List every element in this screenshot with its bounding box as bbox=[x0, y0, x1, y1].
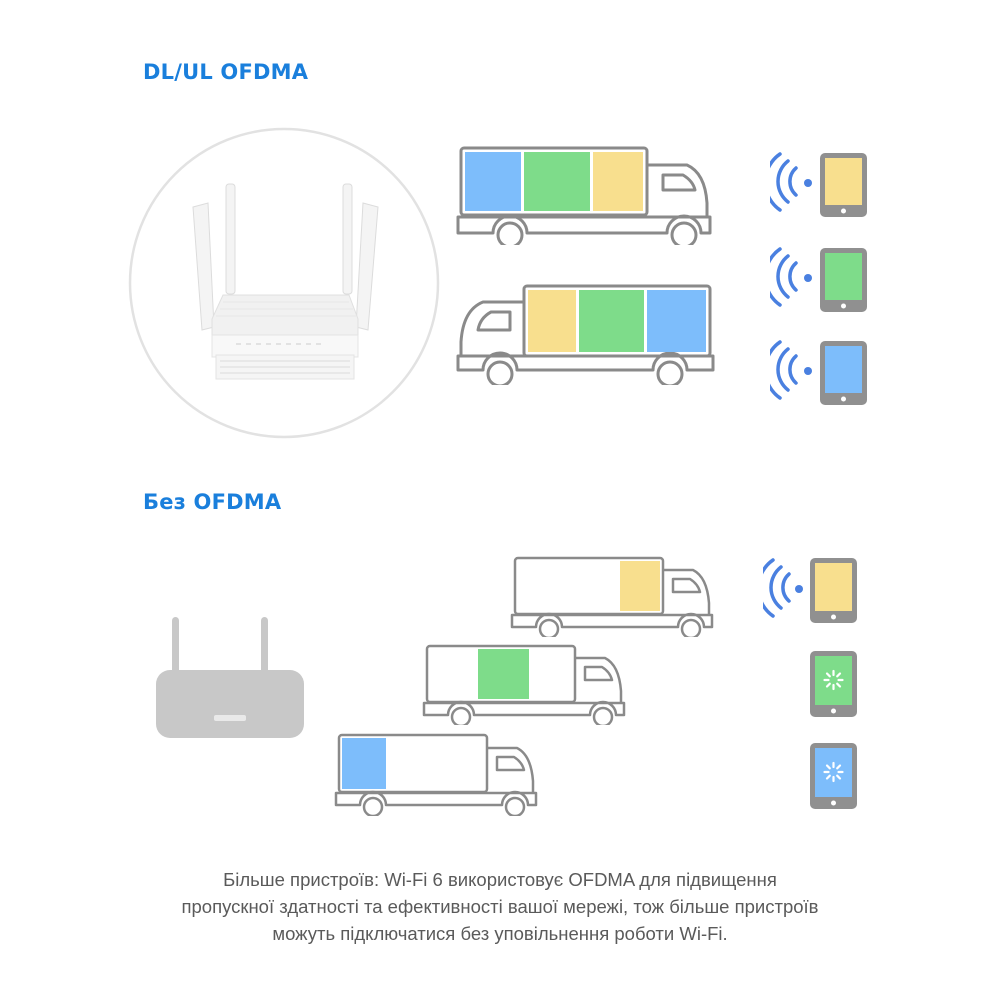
cargo-green bbox=[524, 152, 590, 211]
caption-line-3: можуть підключатися без уповільнення роб… bbox=[272, 923, 728, 944]
truck-icon bbox=[455, 280, 720, 385]
device-yellow-connected bbox=[763, 556, 863, 626]
device-green-loading bbox=[810, 651, 860, 719]
wifi6-router-photo bbox=[128, 127, 440, 439]
device-green-connected bbox=[770, 245, 870, 315]
truck-icon bbox=[455, 145, 715, 245]
wifi-signal-icon bbox=[770, 340, 798, 400]
caption-text: Більше пристроїв: Wi-Fi 6 використовує O… bbox=[100, 866, 900, 947]
truck-icon bbox=[510, 555, 715, 637]
wifi-signal-icon bbox=[770, 247, 798, 307]
router-icon bbox=[155, 615, 305, 740]
cargo-yellow bbox=[620, 561, 660, 611]
cargo-yellow bbox=[528, 290, 576, 352]
section-title-ofdma: DL/UL OFDMA bbox=[143, 60, 309, 84]
truck-icon bbox=[334, 732, 539, 816]
loading-spinner-icon bbox=[823, 761, 844, 783]
device-blue-connected bbox=[770, 338, 870, 408]
section-title-no-ofdma: Без OFDMA bbox=[143, 490, 282, 514]
device-yellow-connected bbox=[770, 150, 870, 220]
cargo-yellow bbox=[593, 152, 643, 211]
cargo-blue bbox=[465, 152, 521, 211]
device-blue-loading bbox=[810, 743, 860, 811]
cargo-blue bbox=[647, 290, 706, 352]
caption-line-2: пропускної здатності та ефективності ваш… bbox=[181, 896, 819, 917]
caption-line-1: Більше пристроїв: Wi-Fi 6 використовує O… bbox=[223, 869, 777, 890]
cargo-green bbox=[579, 290, 644, 352]
wifi-signal-icon bbox=[763, 558, 791, 618]
loading-spinner-icon bbox=[823, 669, 844, 691]
cargo-blue bbox=[342, 738, 386, 789]
cargo-green bbox=[478, 649, 529, 699]
truck-icon bbox=[422, 643, 627, 725]
wifi-signal-icon bbox=[770, 152, 798, 212]
